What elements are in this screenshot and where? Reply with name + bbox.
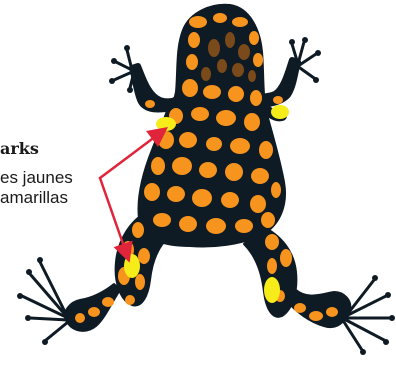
right-toe-tips xyxy=(360,275,395,355)
yellow-patch-right-leg xyxy=(264,277,280,303)
label-french: es jaunes xyxy=(0,169,73,187)
yellow-patch-left-leg xyxy=(124,254,140,278)
yellow-patch-left-armpit xyxy=(156,117,176,131)
right-foot xyxy=(344,280,390,350)
front-left-hand xyxy=(114,50,134,88)
label-title: arks xyxy=(0,140,39,158)
yellow-patch-right-armpit xyxy=(271,105,289,119)
arrow-to-leg xyxy=(100,178,128,258)
label-spanish: amarillas xyxy=(0,189,68,207)
frog-body xyxy=(17,5,395,355)
